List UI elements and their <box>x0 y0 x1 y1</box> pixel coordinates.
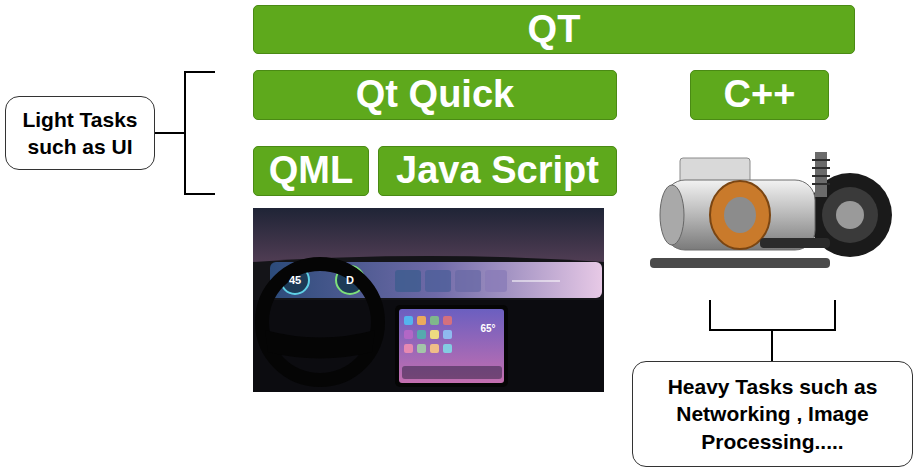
box-text: Qt Quick <box>356 70 514 119</box>
motor-picture <box>640 150 892 285</box>
box-text: QT <box>528 5 581 54</box>
gear-readout: D <box>346 274 354 286</box>
box-text: C++ <box>724 70 796 119</box>
framework-bar: QT <box>253 5 855 54</box>
temperature-readout: 65° <box>480 323 495 334</box>
box-text: QML <box>269 146 353 195</box>
language-box: Java Script <box>378 146 617 196</box>
note-box: Heavy Tasks such as Networking , Image P… <box>632 361 913 467</box>
language-box: C++ <box>690 70 829 120</box>
bottom-bracket <box>710 300 835 361</box>
box-text: Java Script <box>396 146 599 195</box>
note-box: Light Tasks such as UI <box>5 96 155 170</box>
box-text: Light Tasks such as UI <box>14 106 146 161</box>
left-bracket <box>155 72 215 194</box>
dashboard-picture <box>253 208 604 392</box>
box-text: Heavy Tasks such as Networking , Image P… <box>641 373 904 455</box>
module-box: Qt Quick <box>253 70 617 120</box>
speed-readout: 45 <box>289 274 301 286</box>
language-box: QML <box>253 146 369 196</box>
